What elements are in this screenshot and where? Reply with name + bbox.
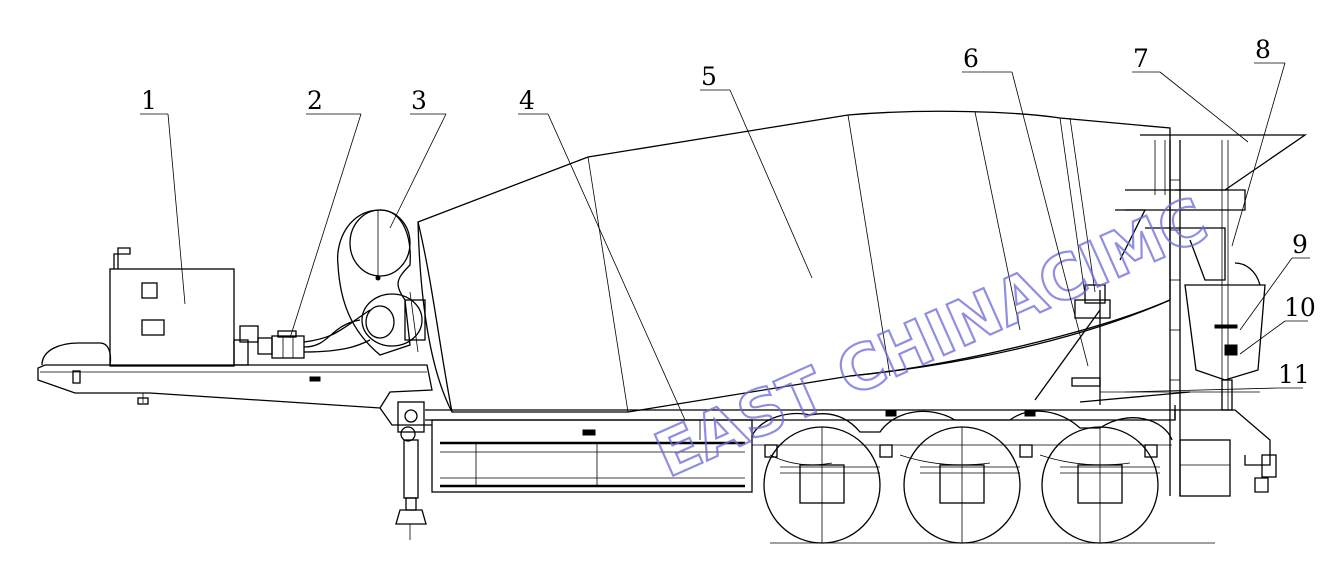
callout-8: 8 <box>1231 35 1286 247</box>
callout-label-2: 2 <box>307 86 323 115</box>
drum-reducer <box>361 291 426 353</box>
callout-label-3: 3 <box>411 86 427 115</box>
callout-2: 2 <box>289 86 362 339</box>
callout-7: 7 <box>1132 44 1249 143</box>
callout-9: 9 <box>1239 230 1310 331</box>
callout-6: 6 <box>962 44 1089 367</box>
water-tank <box>336 209 411 356</box>
callout-5: 5 <box>700 62 813 279</box>
wheel-2 <box>903 426 1021 544</box>
engine-unit <box>41 247 273 367</box>
callout-11: 11 <box>1124 360 1310 393</box>
chassis-frame <box>37 364 1176 493</box>
mixer-drum <box>417 110 1171 413</box>
watermark: EAST CHINACIMC <box>643 182 1218 493</box>
callout-label-9: 9 <box>1292 230 1308 259</box>
callout-label-4: 4 <box>519 86 535 115</box>
callout-label-7: 7 <box>1133 44 1149 73</box>
callout-3: 3 <box>389 86 447 229</box>
callout-label-11: 11 <box>1278 360 1310 389</box>
callout-label-1: 1 <box>141 86 157 115</box>
wheel-3 <box>1041 426 1160 544</box>
callout-label-10: 10 <box>1284 293 1316 322</box>
svg-text:EAST CHINACIMC: EAST CHINACIMC <box>644 183 1217 492</box>
discharge-assembly <box>1034 134 1308 497</box>
callout-4: 4 <box>518 86 686 421</box>
callout-10: 10 <box>1239 293 1316 355</box>
callout-label-5: 5 <box>701 62 717 91</box>
callout-label-8: 8 <box>1255 35 1271 64</box>
callout-label-6: 6 <box>963 44 979 73</box>
hydraulic-pump <box>271 309 371 359</box>
landing-leg <box>395 401 427 540</box>
wheel-1 <box>763 426 881 544</box>
callout-1: 1 <box>140 86 186 305</box>
